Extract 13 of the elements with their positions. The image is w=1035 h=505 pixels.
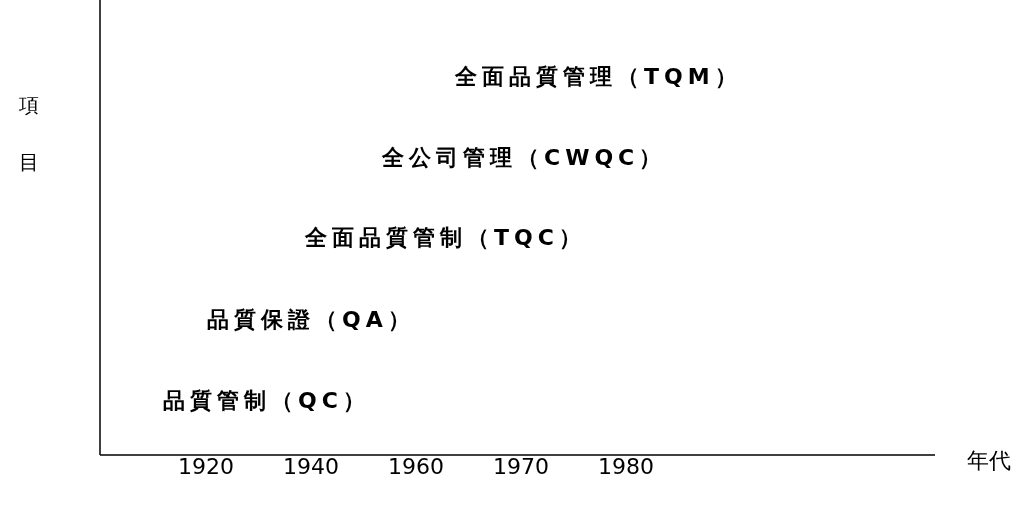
axis-tick-label: 1960 <box>388 456 444 478</box>
timeline-item: 品質保證（QA） <box>207 309 415 331</box>
timeline-item: 全公司管理（CWQC） <box>382 147 667 169</box>
timeline-item: 全面品質管理（TQM） <box>455 66 742 88</box>
axis-tick-label: 1980 <box>598 456 654 478</box>
axis-tick-label: 1970 <box>493 456 549 478</box>
timeline-item: 品質管制（QC） <box>163 390 370 412</box>
axis-label: 年代 <box>967 450 1011 472</box>
axis-label: 目 <box>19 152 39 172</box>
timeline-item: 全面品質管制（TQC） <box>305 227 586 249</box>
axis-tick-label: 1940 <box>283 456 339 478</box>
axis-tick-label: 1920 <box>178 456 234 478</box>
axis-label: 項 <box>19 95 39 115</box>
